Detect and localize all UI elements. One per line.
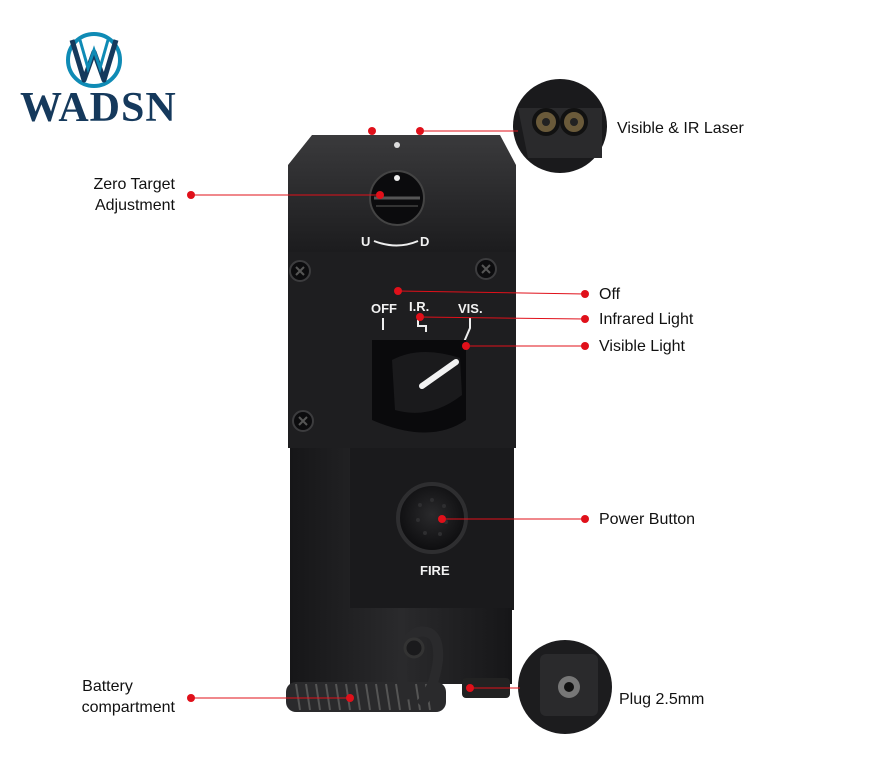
callout-dot — [581, 515, 589, 523]
callout-dot — [466, 684, 474, 692]
label-zero-target-line2: Adjustment — [94, 197, 175, 214]
label-battery: Battery compartment — [40, 676, 175, 718]
marking-d: D — [420, 234, 429, 249]
power-button-knob — [396, 482, 468, 554]
marking-fire: FIRE — [420, 563, 450, 578]
callout-dot — [462, 342, 470, 350]
callout-dot — [187, 191, 195, 199]
callout-dot — [368, 127, 376, 135]
callout-dot — [581, 290, 589, 298]
label-battery-line1: Battery — [82, 678, 133, 695]
wadsn-logo-icon — [66, 32, 122, 88]
callout-dot — [416, 127, 424, 135]
callout-dot — [376, 191, 384, 199]
label-zero-target-line1: Zero Target — [93, 176, 175, 193]
callout-dot — [346, 694, 354, 702]
label-plug: Plug 2.5mm — [619, 691, 705, 708]
callout-dot — [394, 287, 402, 295]
callout-dot — [581, 342, 589, 350]
brand-name: WADSN — [20, 85, 177, 131]
callout-dot — [416, 313, 424, 321]
callout-dot — [438, 515, 446, 523]
marking-ir: I.R. — [409, 299, 429, 314]
callout-dot — [581, 315, 589, 323]
callout-dot — [187, 694, 195, 702]
label-infrared-light: Infrared Light — [599, 311, 694, 328]
label-battery-line2: compartment — [81, 699, 175, 716]
label-visible-ir-laser: Visible & IR Laser — [617, 120, 744, 137]
label-off: Off — [599, 286, 621, 303]
marking-u: U — [361, 234, 370, 249]
label-visible-light: Visible Light — [599, 338, 685, 355]
label-power-button: Power Button — [599, 511, 696, 528]
marking-off: OFF — [371, 301, 397, 316]
label-zero-target: Zero Target Adjustment — [60, 174, 175, 216]
marking-vis: VIS. — [458, 301, 483, 316]
